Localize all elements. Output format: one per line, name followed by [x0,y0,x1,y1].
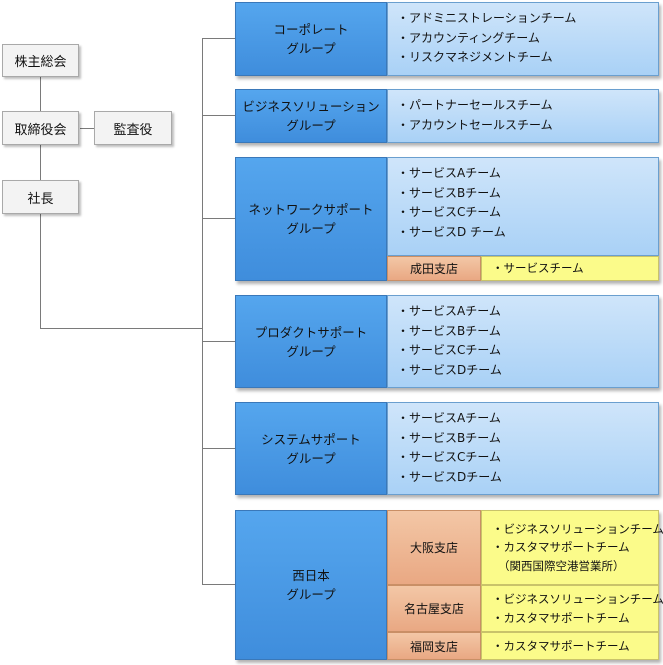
group-name-line: グループ [286,450,336,466]
group-name-line: グループ [286,118,336,133]
west-japan-group-name: 西日本 グループ [235,510,387,660]
team-item: ・アカウントセールスチーム [397,117,553,132]
branch-team-item: ・ビジネスソリューションチーム [492,521,663,536]
corporate-group: コーポレート グループ ・アドミニストレーションチーム ・アカウンティングチーム… [235,2,659,76]
connector-group-bus [202,38,203,584]
branch-team-item: ・カスタマサポートチーム [492,638,630,653]
team-item: ・サービスAチーム [397,304,501,318]
network-support-group-name: ネットワークサポート グループ [235,157,387,281]
team-item: ・サービスDチーム [397,469,502,484]
connector-shareholders-board [40,77,41,111]
nagoya-branch: 名古屋支店 [387,585,481,632]
auditor-box: 監査役 [94,111,172,145]
product-support-team-list: ・サービスAチーム ・サービスBチーム ・サービスCチーム ・サービスDチーム [387,295,659,388]
group-name-line: プロダクトサポート [254,324,368,340]
corporate-team-list: ・アドミニストレーションチーム ・アカウンティングチーム ・リスクマネジメントチ… [387,2,659,76]
group-name-line: 西日本 [292,568,330,583]
group-name-line: コーポレート [273,22,349,37]
west-japan-group: 西日本 グループ 大阪支店 ・ビジネスソリューションチーム ・カスタマサポートチ… [235,510,663,660]
group-name-line: システムサポート [261,431,361,447]
corporate-group-name: コーポレート グループ [235,2,387,76]
connector-to-west [202,584,235,585]
team-item: ・サービスCチーム [397,450,502,465]
business-solution-team-list: ・パートナーセールスチーム ・アカウントセールスチーム [387,89,659,143]
team-item: ・サービスBチーム [397,430,501,445]
branch-team-item: ・カスタマサポートチーム [492,610,630,625]
group-name-line: グループ [286,41,336,56]
branch-team-item: ・サービスチーム [492,261,584,276]
business-solution-group-name: ビジネスソリューション グループ [235,89,387,143]
board-of-directors-box: 取締役会 [2,111,79,145]
group-name-line: グループ [286,221,336,236]
team-item: ・サービスD チーム [397,224,506,239]
connector-to-network [202,218,235,219]
team-item: ・サービスAチーム [397,166,501,180]
team-item: ・サービスCチーム [397,205,502,220]
connector-president-trunk [40,214,41,328]
system-support-team-list: ・サービスAチーム ・サービスBチーム ・サービスCチーム ・サービスDチーム [387,402,659,495]
system-support-group-name: システムサポート グループ [235,402,387,495]
network-support-group: ネットワークサポート グループ ・サービスAチーム ・サービスBチーム ・サービ… [235,157,659,281]
narita-branch: 成田支店 [387,256,481,281]
connector-president-bus [40,328,203,329]
team-item: ・サービスBチーム [397,185,501,200]
group-name-line: グループ [286,587,336,602]
business-solution-group: ビジネスソリューション グループ ・パートナーセールスチーム ・アカウントセール… [235,89,659,143]
product-support-group-name: プロダクトサポート グループ [235,295,387,388]
team-item: ・サービスBチーム [397,323,501,338]
branch-team-item: （関西国際空港営業所） [498,558,625,573]
team-item: ・サービスCチーム [397,343,502,358]
connector-to-business [202,115,235,116]
fukuoka-branch-team-list: ・カスタマサポートチーム [481,632,659,660]
fukuoka-branch: 福岡支店 [387,632,481,660]
connector-to-product [202,341,235,342]
osaka-branch: 大阪支店 [387,510,481,585]
branch-team-item: ・ビジネスソリューションチーム [492,592,663,606]
connector-board-auditor [80,128,94,129]
shareholders-meeting-box: 株主総会 [2,44,79,77]
team-item: ・サービスAチーム [397,411,501,425]
connector-to-system [202,448,235,449]
system-support-group: システムサポート グループ ・サービスAチーム ・サービスBチーム ・サービスC… [235,402,659,495]
nagoya-branch-team-list: ・ビジネスソリューションチーム ・カスタマサポートチーム [481,585,663,632]
team-item: ・パートナーセールスチーム [397,98,553,112]
connector-to-corporate [202,38,235,39]
group-name-line: グループ [286,343,336,359]
group-name-line: ビジネスソリューション [242,99,380,114]
team-item: ・アドミニストレーションチーム [397,11,577,25]
connector-board-president [40,145,41,180]
team-item: ・サービスDチーム [397,362,502,377]
product-support-group: プロダクトサポート グループ ・サービスAチーム ・サービスBチーム ・サービス… [235,295,659,388]
narita-branch-team-list: ・サービスチーム [481,256,659,281]
branch-team-item: ・カスタマサポートチーム [492,540,630,555]
group-name-line: ネットワークサポート [248,202,374,217]
president-box: 社長 [2,180,79,214]
team-item: ・リスクマネジメントチーム [397,50,553,65]
team-item: ・アカウンティングチーム [397,30,540,45]
osaka-branch-team-list: ・ビジネスソリューションチーム ・カスタマサポートチーム （関西国際空港営業所） [481,510,663,585]
network-support-team-list: ・サービスAチーム ・サービスBチーム ・サービスCチーム ・サービスD チーム [387,157,659,256]
